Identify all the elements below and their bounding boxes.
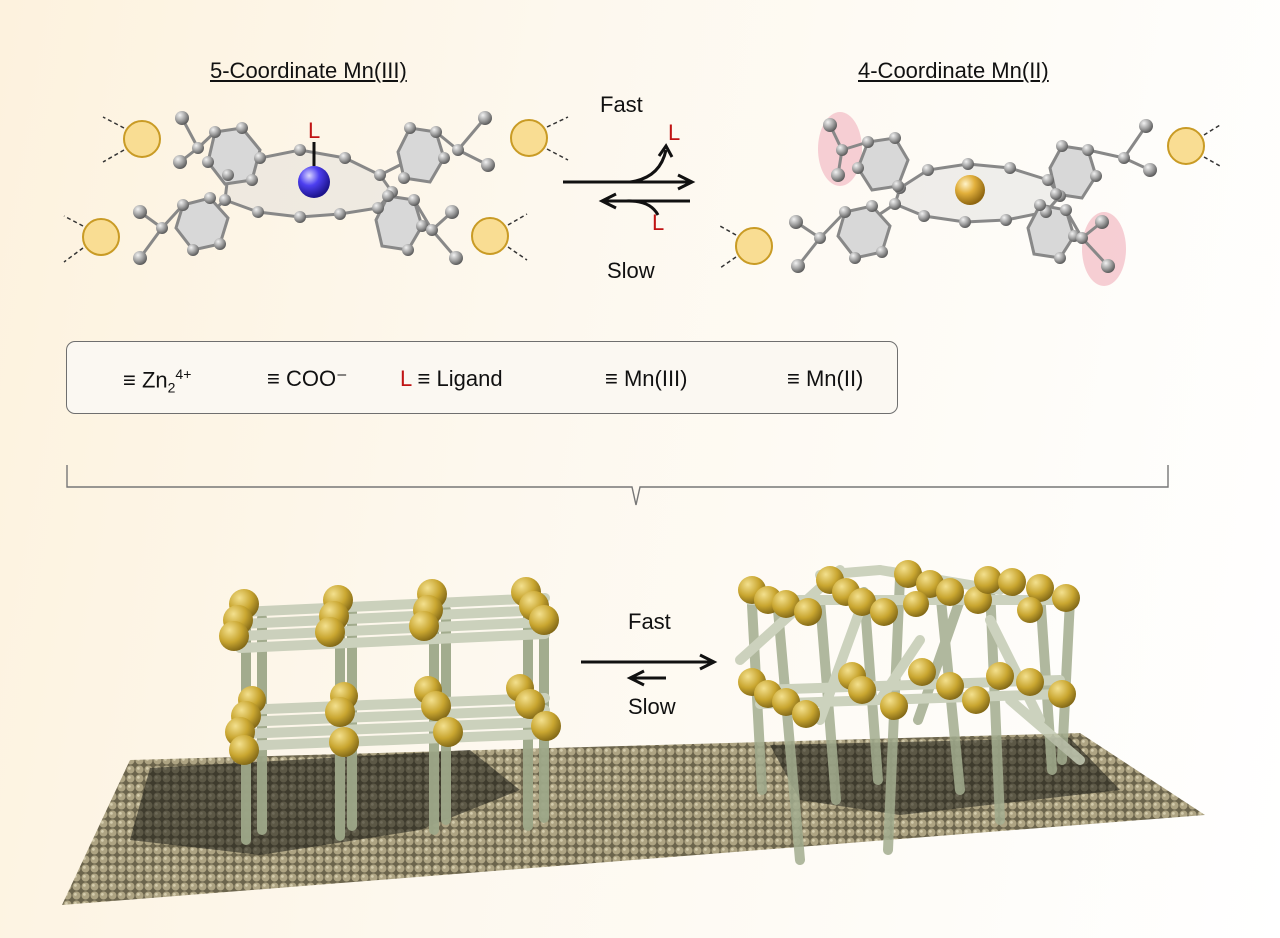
legend-zn-label: ≡ Zn24+ <box>123 366 192 396</box>
top-forward-label: Fast <box>600 92 643 117</box>
ordered-framework-film <box>235 593 550 845</box>
top-reverse-label: Slow <box>607 258 655 283</box>
mn2-porphyrin-molecule <box>719 112 1221 286</box>
bottom-reverse-label: Slow <box>628 694 676 719</box>
bottom-equilibrium-arrows <box>581 653 718 687</box>
disordered-framework-nodes <box>738 560 1080 728</box>
bottom-forward-label: Fast <box>628 609 671 634</box>
framework-shadows <box>130 738 1120 855</box>
zn-paddlewheel-nodes <box>82 119 548 256</box>
legend-mn2-label: ≡ Mn(II) <box>787 366 864 391</box>
right-molecule-title: 4-Coordinate Mn(II) <box>858 58 1049 83</box>
ligand-leaving-label: L <box>668 120 681 145</box>
section-brace <box>66 465 1169 506</box>
ligand-entering-label: L <box>652 210 665 235</box>
legend-ligand-label: L ≡ Ligand <box>400 366 503 391</box>
legend-mn3-label: ≡ Mn(III) <box>605 366 688 391</box>
legend-coo-label: ≡ COO⁻ <box>267 366 348 391</box>
legend: ≡ Zn24+ ≡ COO⁻ L ≡ Ligand ≡ Mn(III) ≡ Mn… <box>66 341 898 414</box>
top-equilibrium-arrows <box>563 143 696 216</box>
left-molecule-title: 5-Coordinate Mn(III) <box>210 58 407 83</box>
mn3-porphyrin-molecule <box>63 111 569 265</box>
mn3-center-atom <box>298 166 330 198</box>
ordered-framework-nodes <box>219 577 561 765</box>
mn2-center-atom <box>955 175 985 205</box>
axial-ligand-label: L <box>308 118 321 143</box>
